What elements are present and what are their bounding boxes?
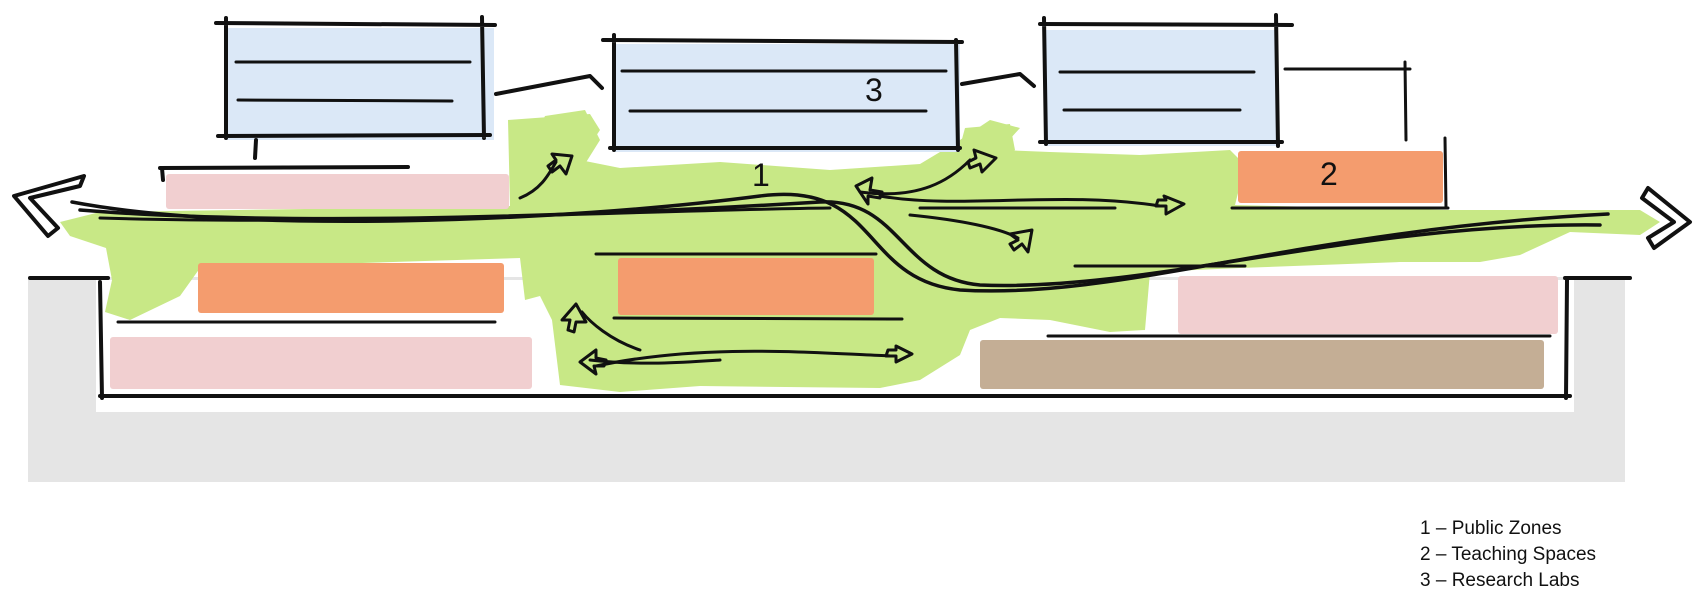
research-box-center-floor-lines [620,69,948,113]
arrow-right-mid-icon [1154,194,1186,216]
teaching-block-right [1238,151,1443,203]
research-box-right-floor-lines [1058,70,1256,112]
basement-wall-left [98,280,104,400]
public-zone-lobe-right [955,124,1015,170]
flow-line-upper-right [878,194,1162,208]
flow-curve-d [580,310,642,352]
arrow-left-mid-icon [854,176,884,206]
pink-block-lower-left [110,337,532,389]
main-flow-line-3 [98,206,832,222]
bridge-connector-right [960,72,1036,88]
program-blocks [110,151,1558,389]
legend-item-public-zones: 1 – Public Zones [1420,518,1562,539]
arrow-up-right-icon [966,148,998,174]
flow-curve-a [518,160,558,200]
legend: 1 – Public Zones 2 – Teaching Spaces 3 –… [1420,516,1680,594]
arrow-up-left-icon [546,152,574,176]
research-box-center-outline [601,33,964,152]
bridge-connector-left [494,74,604,96]
arrow-down-right-icon [1008,228,1034,254]
research-box-left-leg [253,138,258,160]
arrow-left-lower-icon [578,348,608,376]
teaching-block-left [198,263,504,313]
arrow-left-exit-icon [12,174,86,238]
slab-right-upper [1230,136,1450,210]
circulation-flows [70,158,1610,368]
research-box-left-outline [214,15,497,140]
research-box-right-annex [1283,60,1412,142]
pink-block-upper-left [166,174,509,209]
teaching-block-center [618,258,874,315]
flow-arrows [12,148,1692,376]
legend-item-research-labs: 3 – Research Labs [1420,570,1580,591]
research-boxes [214,13,1412,160]
arrow-up-lower-icon [560,302,588,334]
research-box-left-fill [226,28,494,140]
slab-upper-left [158,165,410,182]
pink-block-right [1178,276,1558,334]
brown-block [980,340,1544,389]
research-box-center-fill [614,44,960,152]
research-box-left-floor-lines [234,60,472,103]
zone-label-1: 1 [752,157,770,193]
arrow-right-lower-icon [884,344,914,364]
basement-wall-right [1564,278,1569,400]
flow-curve-e [594,349,894,368]
research-box-right-fill [1044,30,1276,146]
public-zone-lobe-left [520,110,600,190]
research-box-right-outline [1038,13,1294,148]
zone-label-3: 3 [865,72,883,108]
slab-center-bottom [612,316,904,321]
zone-label-2: 2 [1320,156,1338,192]
floor-lines [116,136,1552,338]
arrow-right-exit-icon [1640,186,1692,250]
flow-curve-b [858,158,972,196]
legend-item-teaching-spaces: 2 – Teaching Spaces [1420,544,1597,565]
